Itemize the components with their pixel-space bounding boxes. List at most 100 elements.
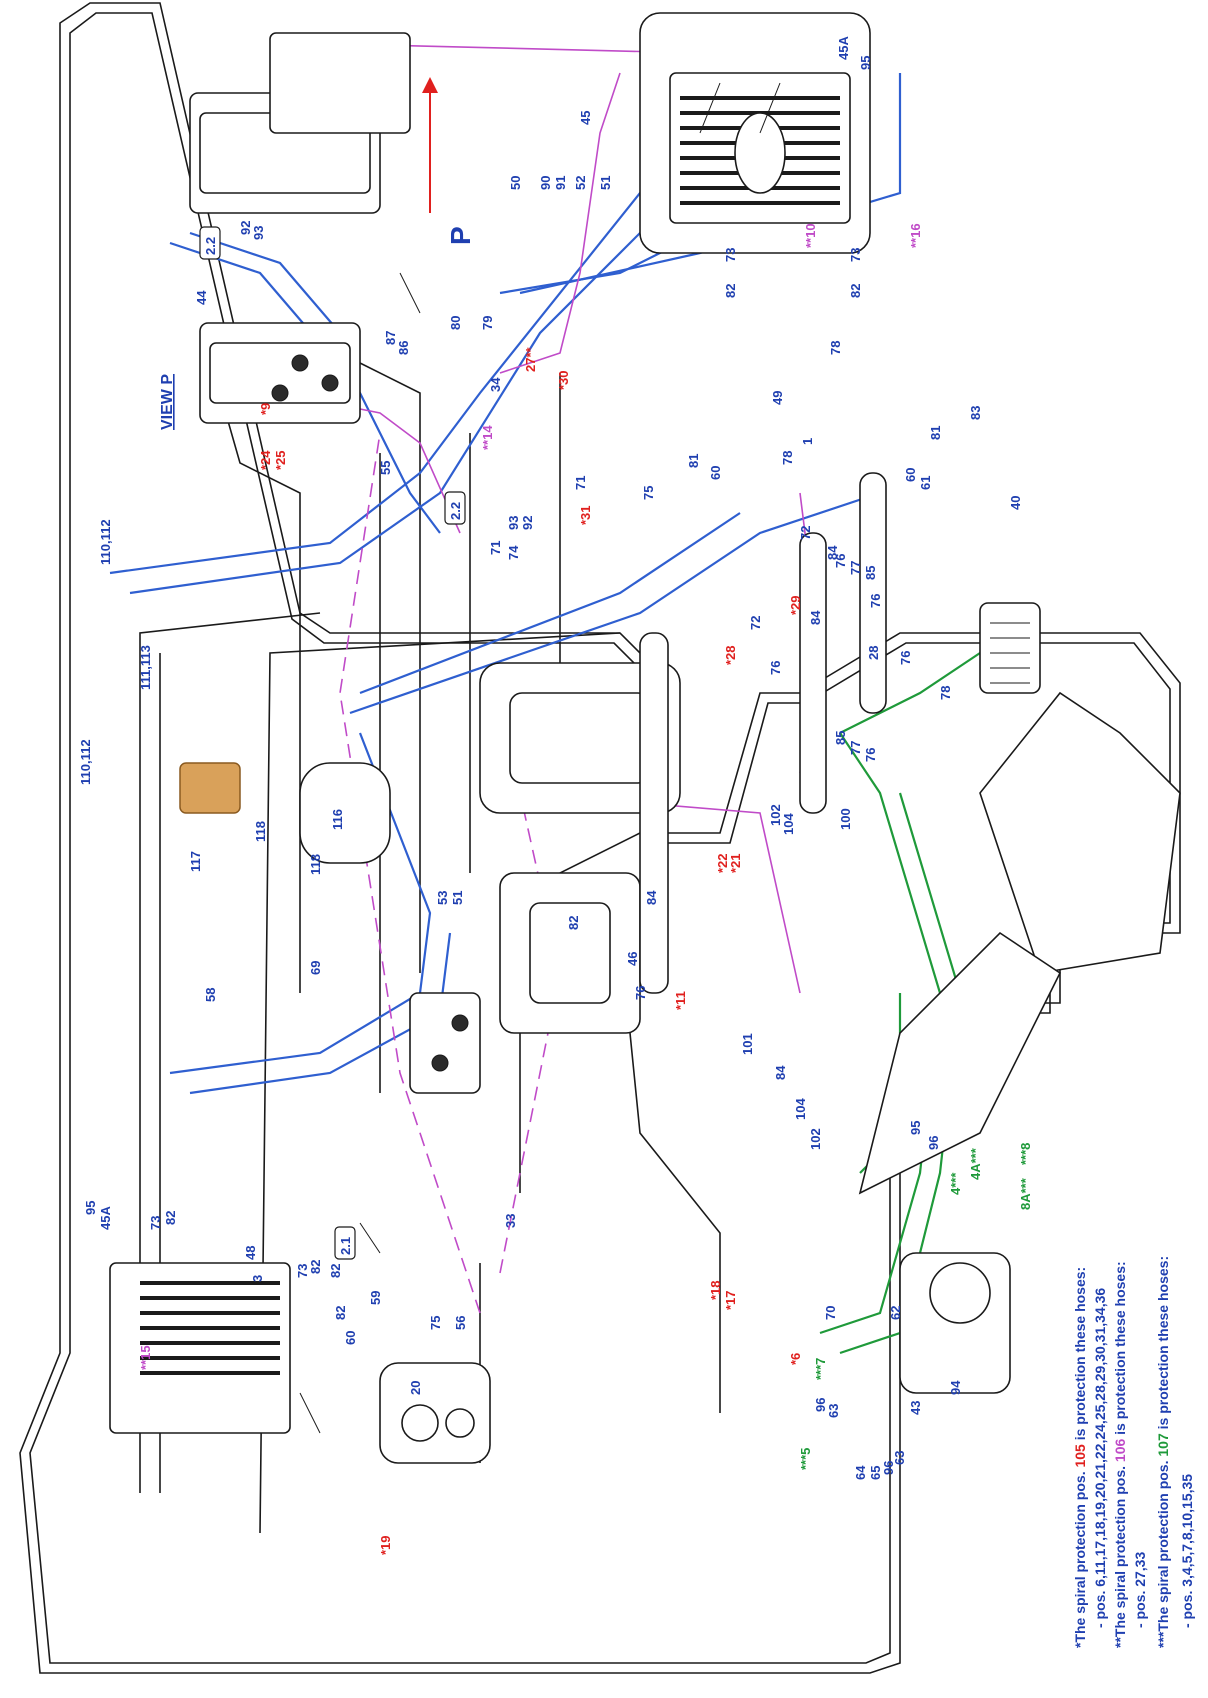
note-line: ***The spiral protection pos. 107 is pro… (1155, 1256, 1171, 1648)
part-label: 92 (238, 221, 253, 235)
note-segment: 107 (1155, 1433, 1171, 1457)
part-label: 33 (503, 1214, 518, 1228)
part-label: 60 (903, 468, 918, 482)
cylinders (639, 472, 887, 994)
part-label: 28 (866, 646, 881, 660)
part-label: 117 (188, 851, 203, 872)
note-line: **The spiral protection pos. 106 is prot… (1112, 1261, 1128, 1648)
part-label: 1 (800, 438, 815, 445)
note-segment: 106 (1112, 1439, 1128, 1463)
part-label: *22 (715, 853, 730, 873)
part-label: 43 (908, 1401, 923, 1415)
note-segment: is protection these hoses: (1112, 1261, 1128, 1438)
part-label: *25 (273, 450, 288, 470)
note-segment: - pos. 6,11,17,18,19,20,21,22,24,25,28,2… (1092, 1288, 1108, 1628)
part-label: 116 (330, 809, 345, 830)
boxed-label-frame (199, 226, 221, 260)
part-label: 72 (748, 616, 763, 630)
part-label: 81 (928, 426, 943, 440)
part-label: *6 (788, 1353, 803, 1365)
part-label: 74 (506, 545, 521, 560)
part-label: *9 (258, 403, 273, 415)
part-label: 45A (98, 1206, 113, 1230)
part-label: 72 (798, 526, 813, 540)
valve-block-upper (199, 322, 361, 424)
part-label: 100 (838, 808, 853, 830)
part-label: 55 (378, 461, 393, 475)
part-label: 110,112 (78, 739, 93, 785)
boxed-label-frame (334, 1226, 356, 1260)
part-label: 96 (881, 1461, 896, 1475)
leader-lines (299, 82, 781, 1434)
part-label: ***8 (1018, 1143, 1033, 1165)
components (109, 12, 1181, 1464)
part-label: 82 (328, 1264, 343, 1278)
part-label: 78 (938, 686, 953, 700)
part-label: 111,113 (138, 645, 153, 690)
boxed-labels: 2.22.22.1 (199, 226, 466, 1260)
part-label: 76 (633, 986, 648, 1000)
part-label: 95 (83, 1201, 98, 1215)
part-label: *17 (723, 1290, 738, 1310)
view-arrow-label: P (445, 226, 476, 245)
part-label: 80 (448, 316, 463, 330)
part-label: 62 (888, 1306, 903, 1320)
part-label: 61 (918, 476, 933, 490)
part-label: *11 (673, 991, 688, 1010)
view-p-arrow (422, 77, 438, 213)
part-label: 86 (396, 341, 411, 355)
note-segment: is protection these hoses: (1072, 1267, 1088, 1444)
part-label: 75 (641, 486, 656, 500)
spiral-protection-notes: *The spiral protection pos. 105 is prote… (1072, 1256, 1195, 1648)
part-label: **10 (803, 223, 818, 248)
part-label: 95 (858, 56, 873, 70)
part-label: 85 (833, 731, 848, 745)
part-label: 118 (308, 854, 323, 875)
boxed-label: 2.2 (199, 226, 221, 260)
part-label: 77 (848, 561, 863, 575)
part-label: 82 (163, 1211, 178, 1225)
part-label: 102 (808, 1128, 823, 1150)
part-label: 64 (853, 1465, 868, 1480)
part-label: ***5 (798, 1448, 813, 1470)
part-label: **15 (138, 1345, 153, 1370)
note-segment: 105 (1072, 1444, 1088, 1468)
part-label: 59 (368, 1291, 383, 1305)
part-label: 4*** (948, 1172, 963, 1195)
part-label: 91 (553, 176, 568, 190)
filter-117 (179, 762, 241, 814)
part-label: 96 (926, 1136, 941, 1150)
part-label: 69 (308, 961, 323, 975)
part-label: 82 (723, 284, 738, 298)
filter-40 (979, 602, 1041, 694)
note-line: *The spiral protection pos. 105 is prote… (1072, 1267, 1088, 1648)
part-label: 51 (450, 891, 465, 905)
part-label: *31 (578, 505, 593, 525)
part-label: 71 (573, 476, 588, 490)
part-label: 60 (343, 1331, 358, 1345)
part-label: 82 (566, 916, 581, 930)
part-label: 101 (740, 1033, 755, 1055)
note-line: - pos. 27,33 (1132, 1552, 1148, 1628)
boxed-label: 2.1 (334, 1226, 356, 1260)
part-label: 50 (508, 176, 523, 190)
part-label: 70 (823, 1306, 838, 1320)
valve-46 (409, 992, 481, 1094)
part-label: 51 (598, 176, 613, 190)
pump-assembly (379, 1362, 491, 1464)
part-label: 84 (773, 1065, 788, 1080)
part-label: 49 (770, 391, 785, 405)
part-label: **16 (908, 223, 923, 248)
part-label: 73 (148, 1216, 163, 1230)
part-label: 53 (435, 891, 450, 905)
part-label: 104 (781, 813, 796, 835)
view-title: VIEW P (159, 374, 176, 430)
motor-43 (899, 1252, 1011, 1394)
part-label: 82 (308, 1260, 323, 1274)
part-label: 56 (453, 1316, 468, 1330)
part-label: 84 (644, 890, 659, 905)
part-label: 76 (833, 554, 848, 568)
part-label: 79 (480, 316, 495, 330)
part-label: *28 (723, 645, 738, 665)
part-label: 76 (868, 594, 883, 608)
